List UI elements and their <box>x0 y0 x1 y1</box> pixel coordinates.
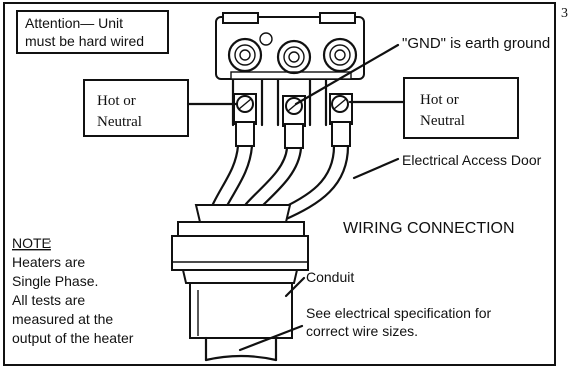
terminal-screw-right <box>331 95 349 113</box>
attention-line-2: must be hard wired <box>25 33 144 49</box>
gnd-leader <box>294 43 400 106</box>
note-line-2: Single Phase. <box>12 273 98 289</box>
spec-note-line-1: See electrical specification for <box>306 305 492 321</box>
conduit-label: Conduit <box>306 269 354 285</box>
note-heading-colon: : <box>48 235 52 251</box>
spec-note-leader <box>238 324 304 352</box>
note-line-5: output of the heater <box>12 330 134 346</box>
access-door-label: Electrical Access Door <box>402 152 542 168</box>
terminal-nut-left <box>227 37 263 73</box>
terminal-block <box>215 12 365 149</box>
terminal-nut-center <box>276 39 312 75</box>
conduit-fitting <box>171 204 309 284</box>
attention-line-1: Attention— Unit <box>25 15 123 31</box>
right-terminal-line-2: Neutral <box>420 113 465 129</box>
access-door-leader <box>352 157 400 180</box>
note-line-4: measured at the <box>12 311 113 327</box>
note-line-3: All tests are <box>12 292 85 308</box>
gnd-label: "GND" is earth ground <box>402 35 550 52</box>
wiring-title: WIRING CONNECTION <box>343 220 515 237</box>
left-terminal-line-1: Hot or <box>97 93 136 109</box>
terminal-screw-left <box>236 95 254 113</box>
page-mark: 3 <box>561 6 568 21</box>
right-terminal-box <box>403 77 519 139</box>
conduit-leader <box>284 276 306 298</box>
terminal-nut-right <box>322 37 358 73</box>
right-terminal-line-1: Hot or <box>420 92 459 108</box>
attention-box <box>16 10 169 54</box>
left-terminal-box <box>83 79 189 137</box>
conduit-pipe <box>189 282 293 362</box>
left-terminal-line-2: Neutral <box>97 114 142 130</box>
spec-note-line-2: correct wire sizes. <box>306 323 418 339</box>
terminal-screw-center <box>285 97 303 115</box>
note-heading: NOTE <box>12 235 51 251</box>
note-line-1: Heaters are <box>12 254 85 270</box>
